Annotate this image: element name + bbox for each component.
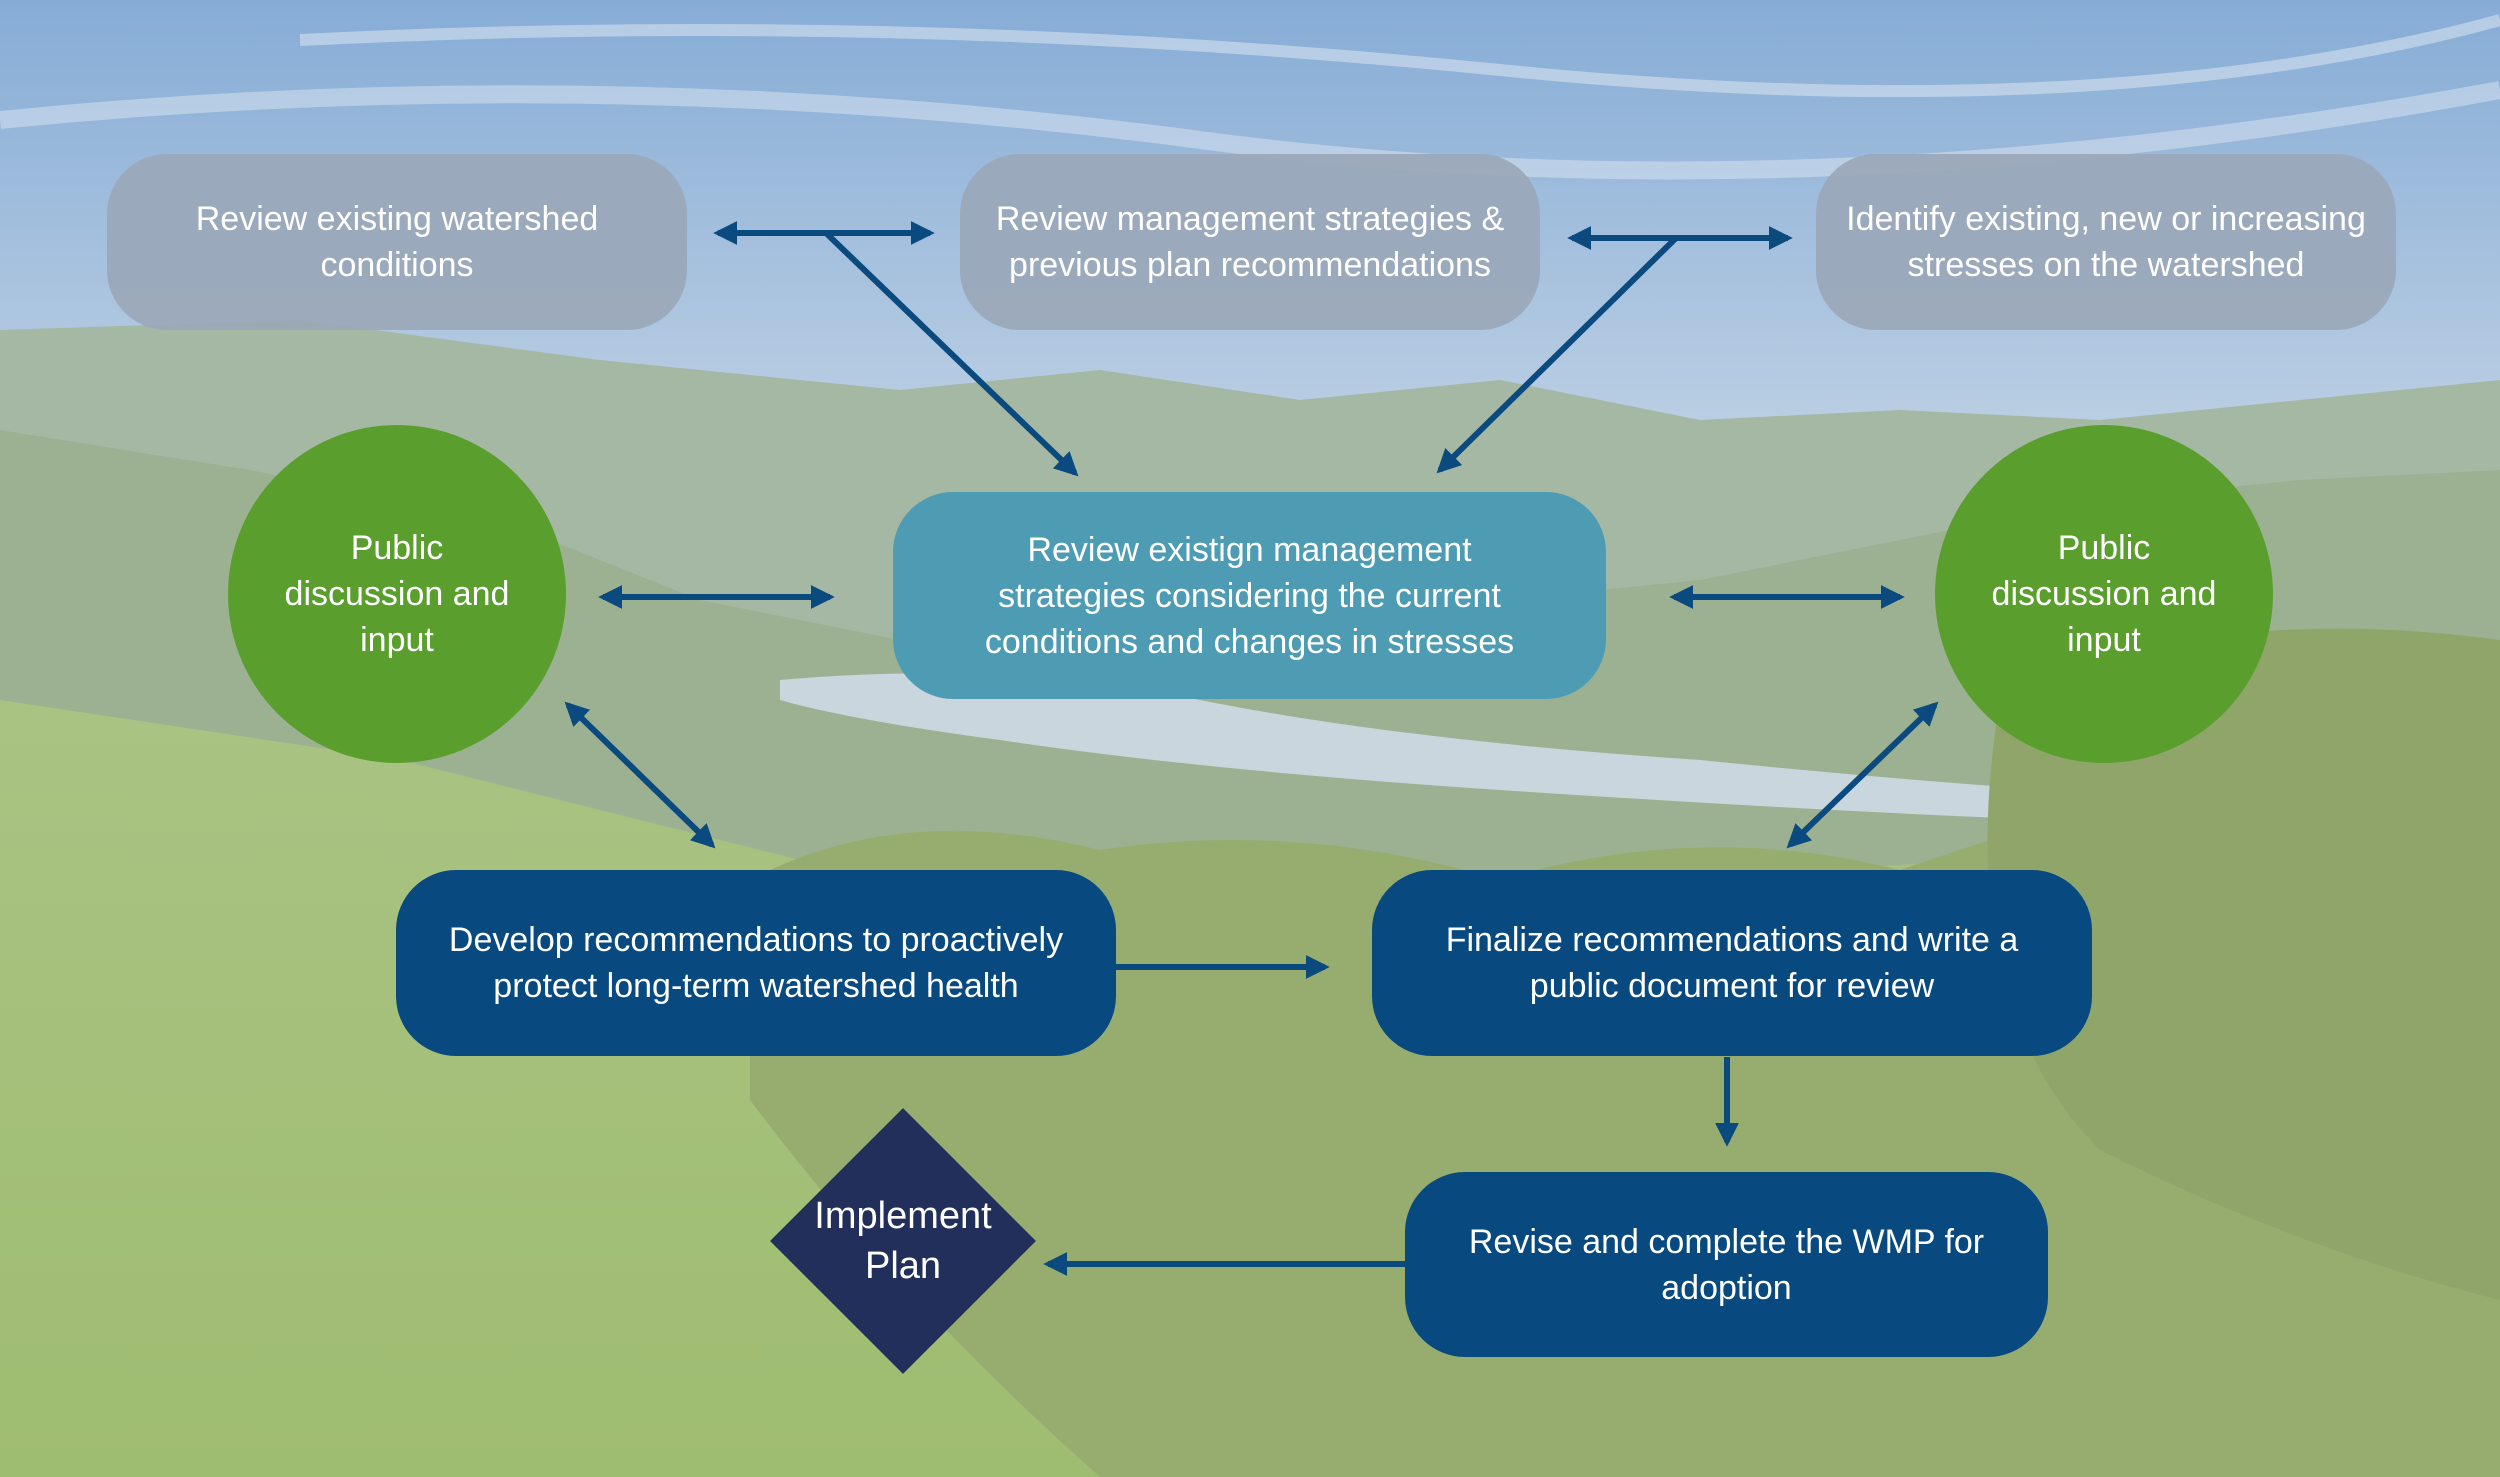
public-input-left-label: Public discussion and input [284,529,510,659]
review-center-box: Review existign management strategies co… [893,492,1606,699]
review-conditions-box: Review existing watershed conditions [107,154,687,330]
shrubs-right [1987,628,2500,1300]
revise-complete-box: Revise and complete the WMP for adoption [1405,1172,2048,1357]
revise-complete-label: Revise and complete the WMP for adoption [1468,1222,1985,1307]
develop-recommendations-label: Develop recommendations to proactively p… [448,921,1064,1005]
lake [780,673,2050,820]
implement-plan-label: Implement Plan [814,1195,992,1287]
public-input-right-label: Public discussion and input [1991,529,2217,659]
review-center-label: Review existign management strategies co… [984,530,1515,661]
public-input-left-circle: Public discussion and input [228,425,566,763]
review-strategies-box: Review management strategies & previous … [960,154,1540,330]
public-input-right-circle: Public discussion and input [1935,425,2273,763]
identify-stresses-box: Identify existing, new or increasing str… [1816,154,2396,330]
finalize-recommendations-label: Finalize recommendations and write a pub… [1445,921,2019,1005]
review-strategies-label: Review management strategies & previous … [995,200,1505,284]
cloud-streak [299,14,2500,98]
develop-recommendations-box: Develop recommendations to proactively p… [396,870,1116,1056]
implement-plan-diamond: Implement Plan [770,1108,1036,1374]
cloud-streak [0,81,2500,180]
identify-stresses-label: Identify existing, new or increasing str… [1846,200,2366,284]
finalize-recommendations-box: Finalize recommendations and write a pub… [1372,870,2092,1056]
review-conditions-label: Review existing watershed conditions [195,200,599,284]
